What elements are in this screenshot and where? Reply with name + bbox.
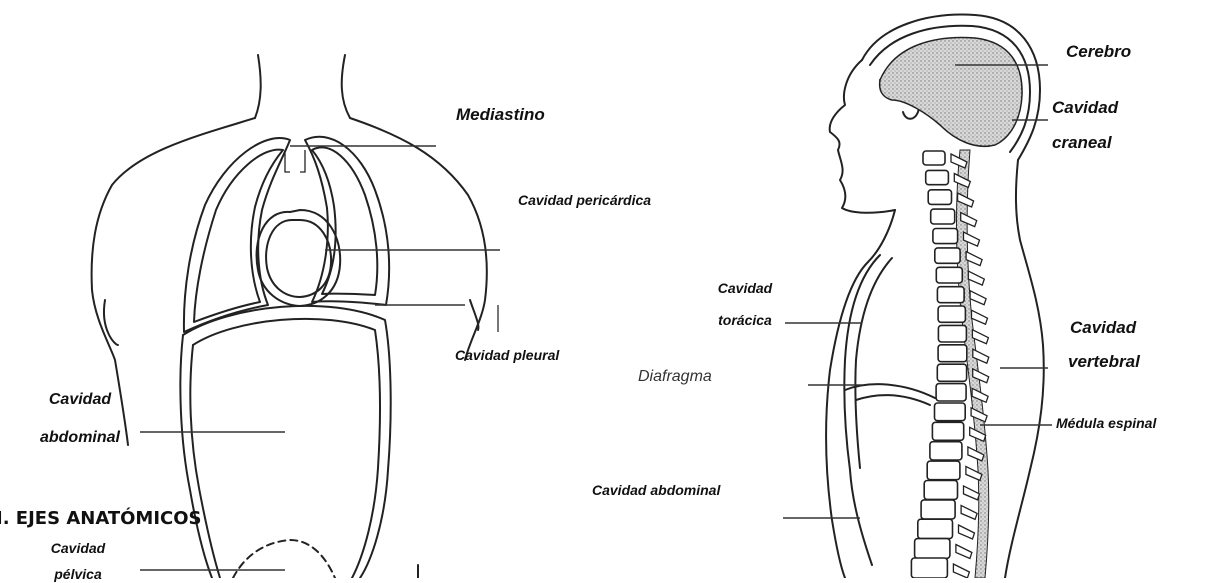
label-cavidad-toracica-line1: Cavidad	[700, 280, 790, 297]
vertebra	[937, 287, 964, 303]
vertebra	[921, 500, 955, 519]
label-medula-espinal: Médula espinal	[1056, 415, 1156, 432]
vertebra	[924, 481, 957, 500]
spinous-process	[970, 291, 986, 305]
vertebra	[918, 519, 953, 538]
label-cavidad-pericardica: Cavidad pericárdica	[518, 192, 651, 209]
vertebra	[927, 461, 960, 480]
vertebra	[935, 403, 966, 421]
vertebra	[938, 325, 966, 342]
spinous-process	[959, 525, 975, 539]
label-cavidad-abdominal-front-line2: abdominal	[20, 428, 140, 447]
label-cavidad-vertebral-line1: Cavidad	[1070, 318, 1136, 338]
vertebra	[911, 558, 947, 578]
vertebra	[926, 170, 949, 184]
spinous-process	[968, 271, 984, 285]
mediastino-bracket	[285, 150, 305, 172]
label-cerebro: Cerebro	[1066, 42, 1131, 62]
vertebra	[938, 306, 965, 322]
label-mediastino: Mediastino	[456, 105, 545, 125]
spinous-process	[966, 252, 982, 266]
abdominal-cavity	[180, 306, 418, 578]
vertebra	[915, 539, 950, 559]
vertebra	[935, 248, 960, 263]
vertebra	[937, 364, 966, 381]
vertebra	[938, 345, 967, 362]
label-cavidad-pleural: Cavidad pleural	[455, 347, 559, 364]
vertebra	[931, 209, 955, 224]
section-heading: I. EJES ANATÓMICOS	[0, 508, 202, 529]
vertebra	[928, 190, 951, 205]
vertebra	[936, 384, 966, 401]
spinous-process	[953, 564, 969, 578]
label-cavidad-craneal-line1: Cavidad	[1052, 98, 1118, 118]
vertebra	[923, 151, 945, 165]
label-cavidad-abdominal-front-line1: Cavidad	[20, 390, 140, 409]
vertebra	[933, 229, 958, 244]
spinous-process	[956, 545, 972, 559]
vertebra	[932, 422, 963, 440]
label-cavidad-vertebral-line2: vertebral	[1068, 352, 1140, 372]
brain-region	[880, 37, 1022, 146]
vertebra	[930, 442, 962, 460]
label-cavidad-pelvica-line1: Cavidad	[18, 540, 138, 557]
label-cavidad-pelvica-line2: pélvica	[18, 566, 138, 583]
label-cavidad-craneal-line2: craneal	[1052, 133, 1112, 153]
label-cavidad-toracica-line2: torácica	[700, 312, 790, 329]
spinous-process	[972, 310, 988, 324]
label-cavidad-abdominal-side: Cavidad abdominal	[592, 482, 720, 499]
spinous-process	[964, 486, 980, 500]
spinous-process	[961, 505, 977, 519]
vertebra	[936, 267, 962, 283]
label-diafragma: Diafragma	[638, 367, 712, 386]
